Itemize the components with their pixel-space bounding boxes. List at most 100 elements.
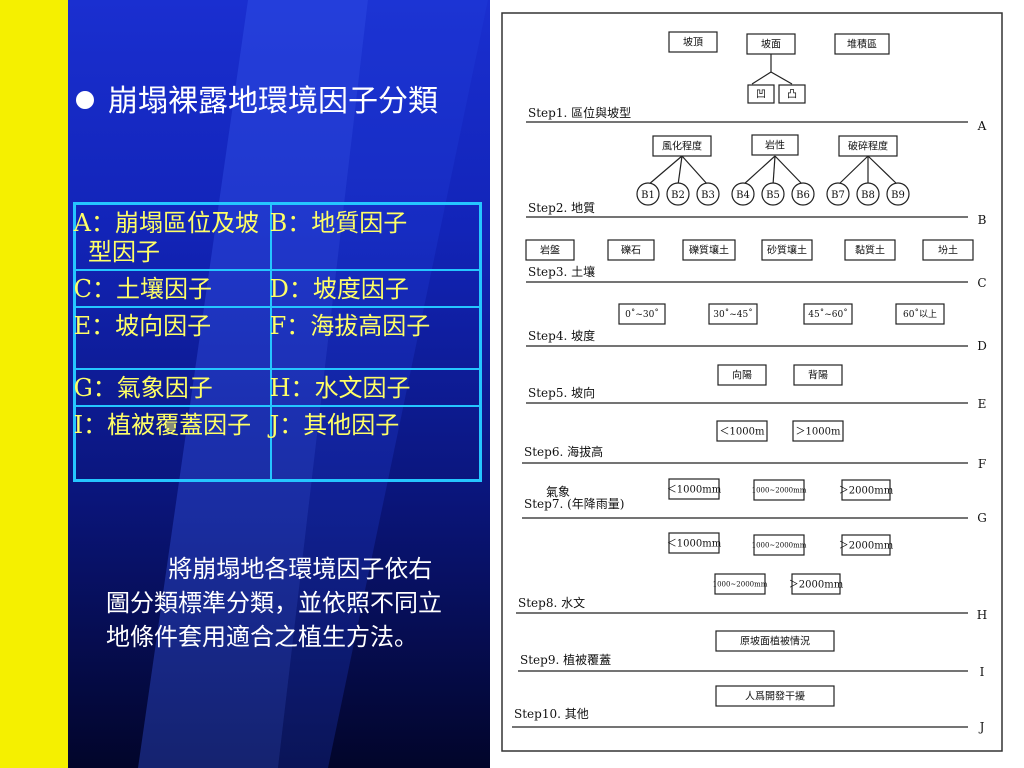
table-cell: A：崩塌區位及坡型因子 — [73, 202, 272, 271]
step-label: Step2. 地質 — [528, 200, 595, 215]
figure-box — [922, 239, 974, 261]
figure-box-label: 人爲開發干擾 — [745, 690, 805, 703]
table-cell: I：植被覆蓋因子 — [73, 405, 272, 482]
figure-box — [834, 33, 890, 55]
figure-box — [751, 134, 799, 156]
figure-box — [682, 239, 736, 261]
figure-box — [778, 84, 806, 104]
figure-circle-label: B1 — [641, 190, 655, 201]
connector-line — [867, 155, 899, 186]
table-cell: H：水文因子 — [270, 368, 482, 407]
figure-circle — [666, 182, 690, 206]
figure-box — [792, 420, 844, 442]
figure-circle — [731, 182, 755, 206]
figure-box — [607, 239, 655, 261]
figure-box — [793, 364, 843, 386]
figure-box-label: ＞2000mm — [839, 541, 894, 552]
figure-box-label: 0˚~30˚ — [625, 308, 659, 320]
figure-box-label: ＞1000m — [796, 427, 841, 438]
figure-box-label: 風化程度 — [662, 140, 702, 153]
table-cell: G：氣象因子 — [73, 368, 272, 407]
step-letter: G — [977, 511, 987, 525]
figure-box-label: 坡面 — [761, 38, 781, 51]
table-row: I：植被覆蓋因子 J：其他因子 — [73, 405, 482, 482]
table-cell: J：其他因子 — [270, 405, 482, 482]
table-cell: B：地質因子 — [270, 202, 482, 271]
figure-circle — [636, 182, 660, 206]
figure-circle-label: B9 — [891, 190, 905, 201]
figure-box-label: 向陽 — [732, 369, 752, 382]
table-cell: C：土壤因子 — [73, 269, 272, 308]
figure-circle-label: B7 — [831, 190, 845, 201]
figure-circle-label: B2 — [671, 190, 685, 201]
figure-circle — [886, 182, 910, 206]
figure-box — [714, 573, 766, 595]
slide-title-text: 崩塌裸露地環境因子分類 — [108, 84, 438, 119]
table-cell: D：坡度因子 — [270, 269, 482, 308]
figure-box — [668, 478, 720, 500]
figure-box — [841, 479, 891, 501]
step7-extra-label: 氣象 — [546, 485, 570, 499]
step-label: Step7. (年降雨量) — [524, 497, 624, 511]
table-row: G：氣象因子 H：水文因子 — [73, 368, 482, 407]
figure-circle-label: B3 — [701, 190, 715, 201]
figure-circle-label: B6 — [796, 190, 810, 201]
figure-box-label: ＜1000mm — [667, 485, 722, 496]
figure-box-label: 原坡面植被情況 — [740, 635, 810, 648]
step-label: Step1. 區位與坡型 — [528, 105, 631, 120]
figure-box — [525, 239, 575, 261]
figure-box — [841, 534, 891, 556]
figure-box-label: 60˚以上 — [903, 308, 937, 320]
step-letter: J — [978, 720, 985, 734]
figure-box — [716, 420, 768, 442]
figure-box — [708, 303, 758, 325]
figure-box-label: 破碎程度 — [848, 140, 888, 153]
step-letter: F — [978, 457, 986, 471]
figure-box-label: 1000~2000mm — [752, 542, 807, 550]
figure-box-label: ＞2000mm — [839, 486, 894, 497]
factor-table: A：崩塌區位及坡型因子 B：地質因子 C：土壤因子 D：坡度因子 E：坡向因子 … — [73, 202, 482, 482]
figure-box — [715, 685, 835, 707]
step-label: Step3. 土壤 — [528, 264, 595, 279]
table-row: A：崩塌區位及坡型因子 B：地質因子 — [73, 202, 482, 271]
figure-box-label: 岩性 — [765, 139, 785, 152]
table-row: E：坡向因子 F：海拔高因子 — [73, 306, 482, 370]
step-letter: H — [977, 608, 987, 622]
figure-circle — [856, 182, 880, 206]
figure-circle — [826, 182, 850, 206]
figure-box — [618, 303, 666, 325]
figure-box-label: 30˚~45˚ — [713, 308, 752, 320]
connector-line — [742, 155, 776, 186]
figure-circle-label: B8 — [861, 190, 875, 201]
figure-box-label: 1000~2000mm — [713, 581, 768, 589]
connector-line — [677, 155, 683, 186]
figure-box-label: 1000~2000mm — [752, 487, 807, 495]
figure-box-label: 堆積區 — [847, 38, 877, 51]
figure-frame — [501, 12, 1003, 752]
connector-line — [774, 155, 804, 186]
yellow-side-bar — [0, 0, 68, 768]
step-letter: B — [978, 213, 987, 227]
step-label: Step4. 坡度 — [528, 328, 595, 343]
connector-line — [837, 155, 869, 186]
figure-box — [753, 534, 805, 556]
figure-box-label: ＜1000mm — [667, 539, 722, 550]
figure-box-label: 背陽 — [808, 369, 828, 382]
figure-box-label: 岩盤 — [540, 244, 560, 257]
bullet-icon — [76, 91, 94, 109]
figure-box-label: 砂質壤土 — [767, 244, 807, 257]
figure-box-label: 黏質土 — [855, 244, 885, 257]
figure-box — [791, 573, 841, 595]
figure-box-label: 凹 — [756, 90, 766, 101]
step-label: Step10. 其他 — [514, 707, 589, 721]
figure-box — [761, 239, 813, 261]
step-letter: I — [980, 665, 985, 679]
step-label: Step6. 海拔高 — [524, 444, 603, 459]
figure-circle — [791, 182, 815, 206]
step-label: Step8. 水文 — [518, 595, 585, 610]
figure-box — [844, 239, 896, 261]
figure-box — [668, 532, 720, 554]
connector-line — [751, 71, 772, 85]
